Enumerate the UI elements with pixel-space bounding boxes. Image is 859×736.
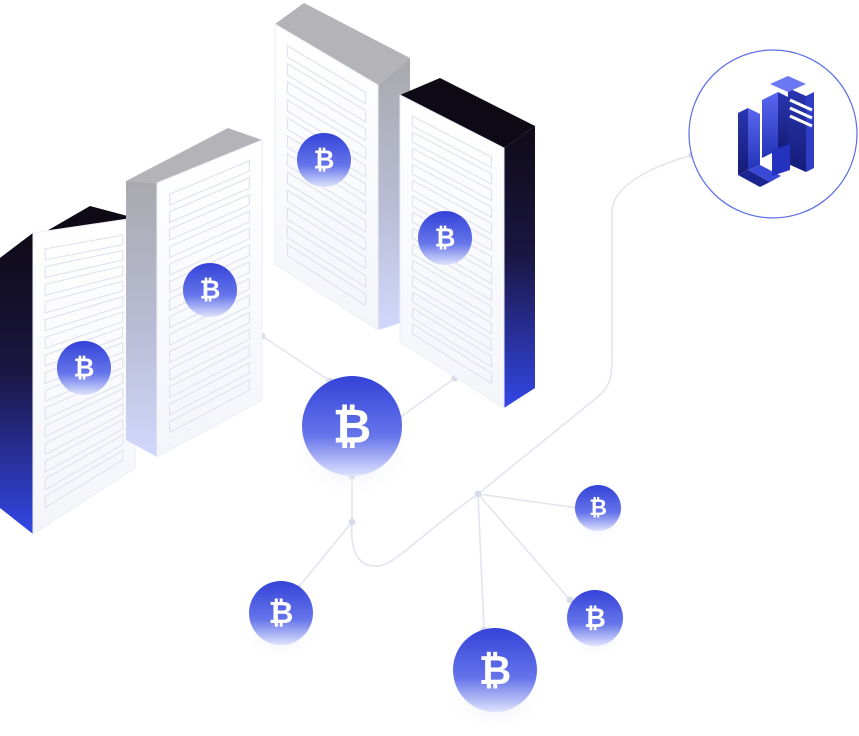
bitcoin-coin-icon: ₿ (314, 146, 335, 176)
server-side (126, 181, 157, 457)
coin-bottom: ₿ (442, 628, 548, 733)
server-slot (169, 176, 250, 224)
server-coin-icon: ₿ (57, 341, 111, 395)
bitcoin-coin-icon: ₿ (584, 603, 606, 634)
bitcoin-coin-icon: ₿ (435, 224, 456, 254)
server-slot (286, 171, 367, 234)
server-top (400, 78, 535, 148)
server-slot (169, 193, 250, 241)
server-1: ₿ (0, 206, 136, 535)
server-slot (411, 243, 493, 302)
server-slot (411, 227, 493, 285)
server-top (0, 206, 135, 258)
coin-right-top: ₿ (569, 485, 627, 543)
server-slot (169, 311, 250, 364)
server-side (0, 233, 33, 534)
server-side (504, 126, 535, 408)
brand-logo-badge (688, 49, 858, 219)
bitcoin-coin-icon: ₿ (589, 496, 607, 521)
server-slot (286, 44, 367, 105)
server-slot (169, 160, 250, 206)
server-slot (286, 225, 367, 289)
server-4: ₿ (399, 78, 535, 409)
connector-node (348, 518, 356, 526)
server-top (126, 128, 262, 183)
connector-line (398, 377, 456, 419)
connector-line (477, 493, 571, 601)
server-slot (44, 387, 124, 438)
server-slot (286, 62, 367, 124)
server-slot (411, 275, 493, 335)
server-slot (411, 307, 493, 368)
server-slot (169, 244, 250, 294)
connector-line (297, 521, 353, 589)
bitcoin-coin-icon: ₿ (200, 276, 221, 306)
server-slot (44, 311, 124, 350)
server-slot (286, 98, 367, 160)
server-slot (286, 80, 367, 142)
server-slot (44, 265, 124, 296)
server-slot (169, 328, 250, 381)
server-slot (169, 361, 250, 417)
server-slot (169, 345, 250, 399)
server-slot (44, 418, 124, 474)
server-slot (44, 433, 124, 491)
bitcoin-coin-icon: ₿ (479, 648, 512, 694)
server-slot (411, 115, 493, 169)
server-slot (286, 189, 367, 252)
connector-line (350, 493, 479, 567)
server-slot (411, 179, 493, 235)
server-slot (44, 449, 124, 509)
connector-node (566, 596, 574, 604)
coin-hub: ₿ (289, 376, 415, 501)
server-slot (411, 163, 493, 219)
coin-network: ₿ ₿ ₿ ₿ ₿ (241, 376, 630, 733)
coin-left: ₿ (241, 581, 321, 661)
server-slot (44, 295, 124, 332)
server-slot (286, 153, 367, 215)
server-slot (411, 131, 493, 185)
bitcoin-coin-icon: ₿ (269, 596, 294, 631)
server-slot (286, 243, 367, 307)
server-slot (169, 210, 250, 259)
server-slot (44, 280, 124, 314)
server-slot (44, 249, 124, 279)
server-slot (44, 234, 124, 261)
connector-line (477, 154, 693, 495)
connector-line (477, 493, 579, 509)
server-slot (44, 403, 124, 456)
server-coin-icon: ₿ (183, 263, 237, 317)
server-slot (169, 227, 250, 276)
server-slot (411, 147, 493, 202)
server-slot (411, 323, 493, 385)
bitcoin-coin-icon: ₿ (74, 354, 95, 384)
server-coin-icon: ₿ (297, 133, 351, 187)
coin-right-bottom: ₿ (560, 590, 630, 661)
server-racks: ₿ ₿ ₿ ₿ (0, 3, 535, 535)
server-top (275, 3, 410, 85)
server-slot (411, 259, 493, 318)
server-3: ₿ (274, 3, 410, 331)
server-slot (44, 326, 124, 367)
server-slot (169, 378, 250, 434)
server-2: ₿ (126, 128, 263, 458)
connector-line (477, 493, 485, 631)
bitcoin-coin-icon: ₿ (333, 400, 372, 455)
connector-line (261, 335, 331, 382)
server-slot (411, 291, 493, 352)
server-slot (286, 207, 367, 270)
connector-node (474, 490, 482, 498)
brand-logo-icon (738, 76, 814, 187)
server-coin-icon: ₿ (418, 211, 472, 265)
